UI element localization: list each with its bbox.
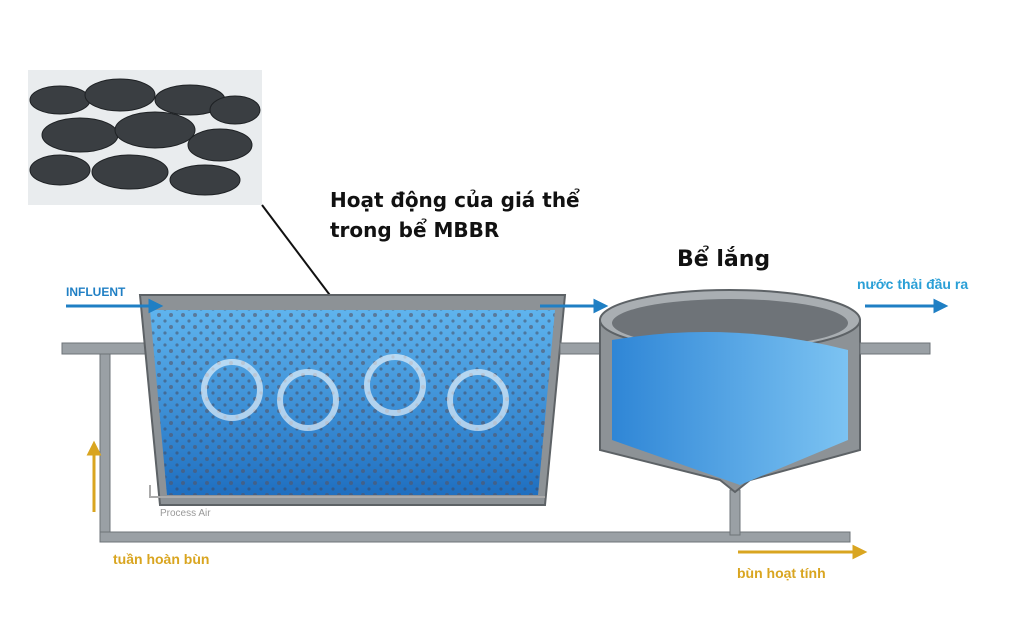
influent-label: INFLUENT (66, 285, 126, 299)
mbbr-callout: Hoạt động của giá thể trong bể MBBR (330, 185, 580, 245)
recycle-pipe (99, 351, 851, 543)
effluent-label: nước thải đầu ra (857, 276, 969, 292)
clarifier-tank (599, 289, 861, 494)
sludge-recycle-label: tuần hoàn bùn (113, 551, 210, 567)
effluent-pipe (859, 342, 931, 355)
callout-line-1: Hoạt động của giá thể (330, 188, 580, 212)
callout-line-2: trong bể MBBR (330, 218, 500, 242)
influent-pipe (61, 342, 148, 355)
aeration-circulation (201, 354, 509, 431)
clarifier-label: Bể lắng (677, 247, 771, 272)
process-air-label: Process Air (160, 508, 211, 519)
activated-sludge-label: bùn hoạt tính (737, 565, 826, 581)
carrier-media-photo (28, 70, 262, 205)
mbbr-tank (138, 294, 567, 506)
